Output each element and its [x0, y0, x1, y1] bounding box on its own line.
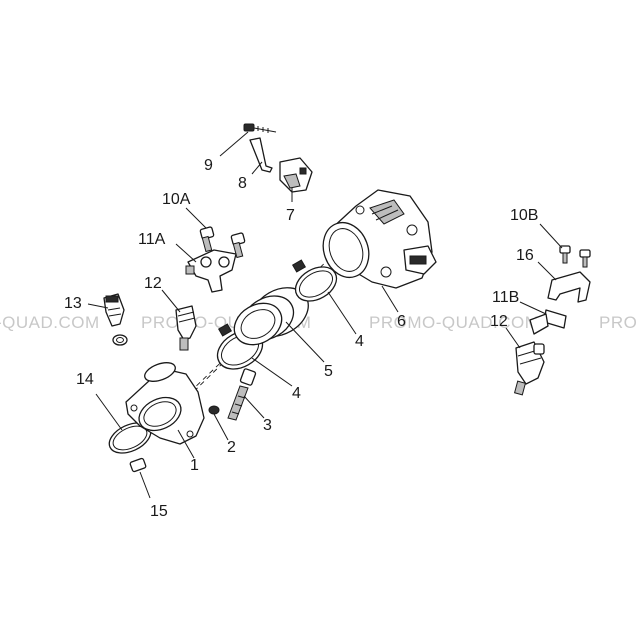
label-part-8: 8: [238, 175, 247, 192]
sensor-part-7: [279, 157, 313, 193]
label-part-10b: 10B: [510, 207, 538, 224]
injector-part-12-left: [175, 305, 197, 351]
bracket-part-16: [547, 271, 591, 303]
clamp-part-4-upper: [291, 259, 338, 302]
intake-boot-part-5: [233, 287, 309, 346]
label-part-13: 13: [64, 295, 82, 312]
leader-lines: [87, 131, 563, 499]
bracket-part-8: [249, 137, 273, 173]
sensor-part-13: [103, 293, 128, 346]
label-part-16: 16: [516, 247, 534, 264]
fitting-part-11b: [529, 309, 567, 335]
fuel-rail-part-11a: [185, 249, 237, 293]
label-part-6: 6: [397, 313, 406, 330]
label-part-1: 1: [190, 457, 199, 474]
watermark-text: PROMO-QUAD.COM: [369, 313, 539, 332]
label-part-10a: 10A: [162, 191, 191, 208]
watermark-text: PRO: [599, 313, 637, 332]
throttle-body-part-6: [322, 189, 437, 289]
bolt-part-3: [227, 368, 257, 421]
label-part-4-lower: 4: [292, 385, 301, 402]
label-part-15: 15: [150, 503, 168, 520]
screws-part-10b: [559, 245, 591, 268]
label-part-14: 14: [76, 371, 94, 388]
label-part-2: 2: [227, 439, 236, 456]
watermark-text: -QUAD.COM: [0, 313, 100, 332]
label-part-5: 5: [324, 363, 333, 380]
callout-labels: 9 8 7 10A 11A 12 13 14 15 1 2 3 4 5 4 6 …: [64, 157, 538, 520]
intake-manifold-part-1: [125, 362, 205, 445]
label-part-12-left: 12: [144, 275, 162, 292]
washer-part-2: [208, 405, 220, 415]
injector-part-12-right: [513, 341, 545, 396]
plug-part-15: [129, 457, 147, 473]
screw-part-9: [243, 123, 277, 133]
label-part-11a: 11A: [138, 231, 166, 248]
label-part-12-right: 12: [490, 313, 508, 330]
label-part-11b: 11B: [492, 289, 519, 306]
label-part-3: 3: [263, 417, 272, 434]
label-part-9: 9: [204, 157, 213, 174]
label-part-4-upper: 4: [355, 333, 364, 350]
label-part-7: 7: [286, 207, 295, 224]
